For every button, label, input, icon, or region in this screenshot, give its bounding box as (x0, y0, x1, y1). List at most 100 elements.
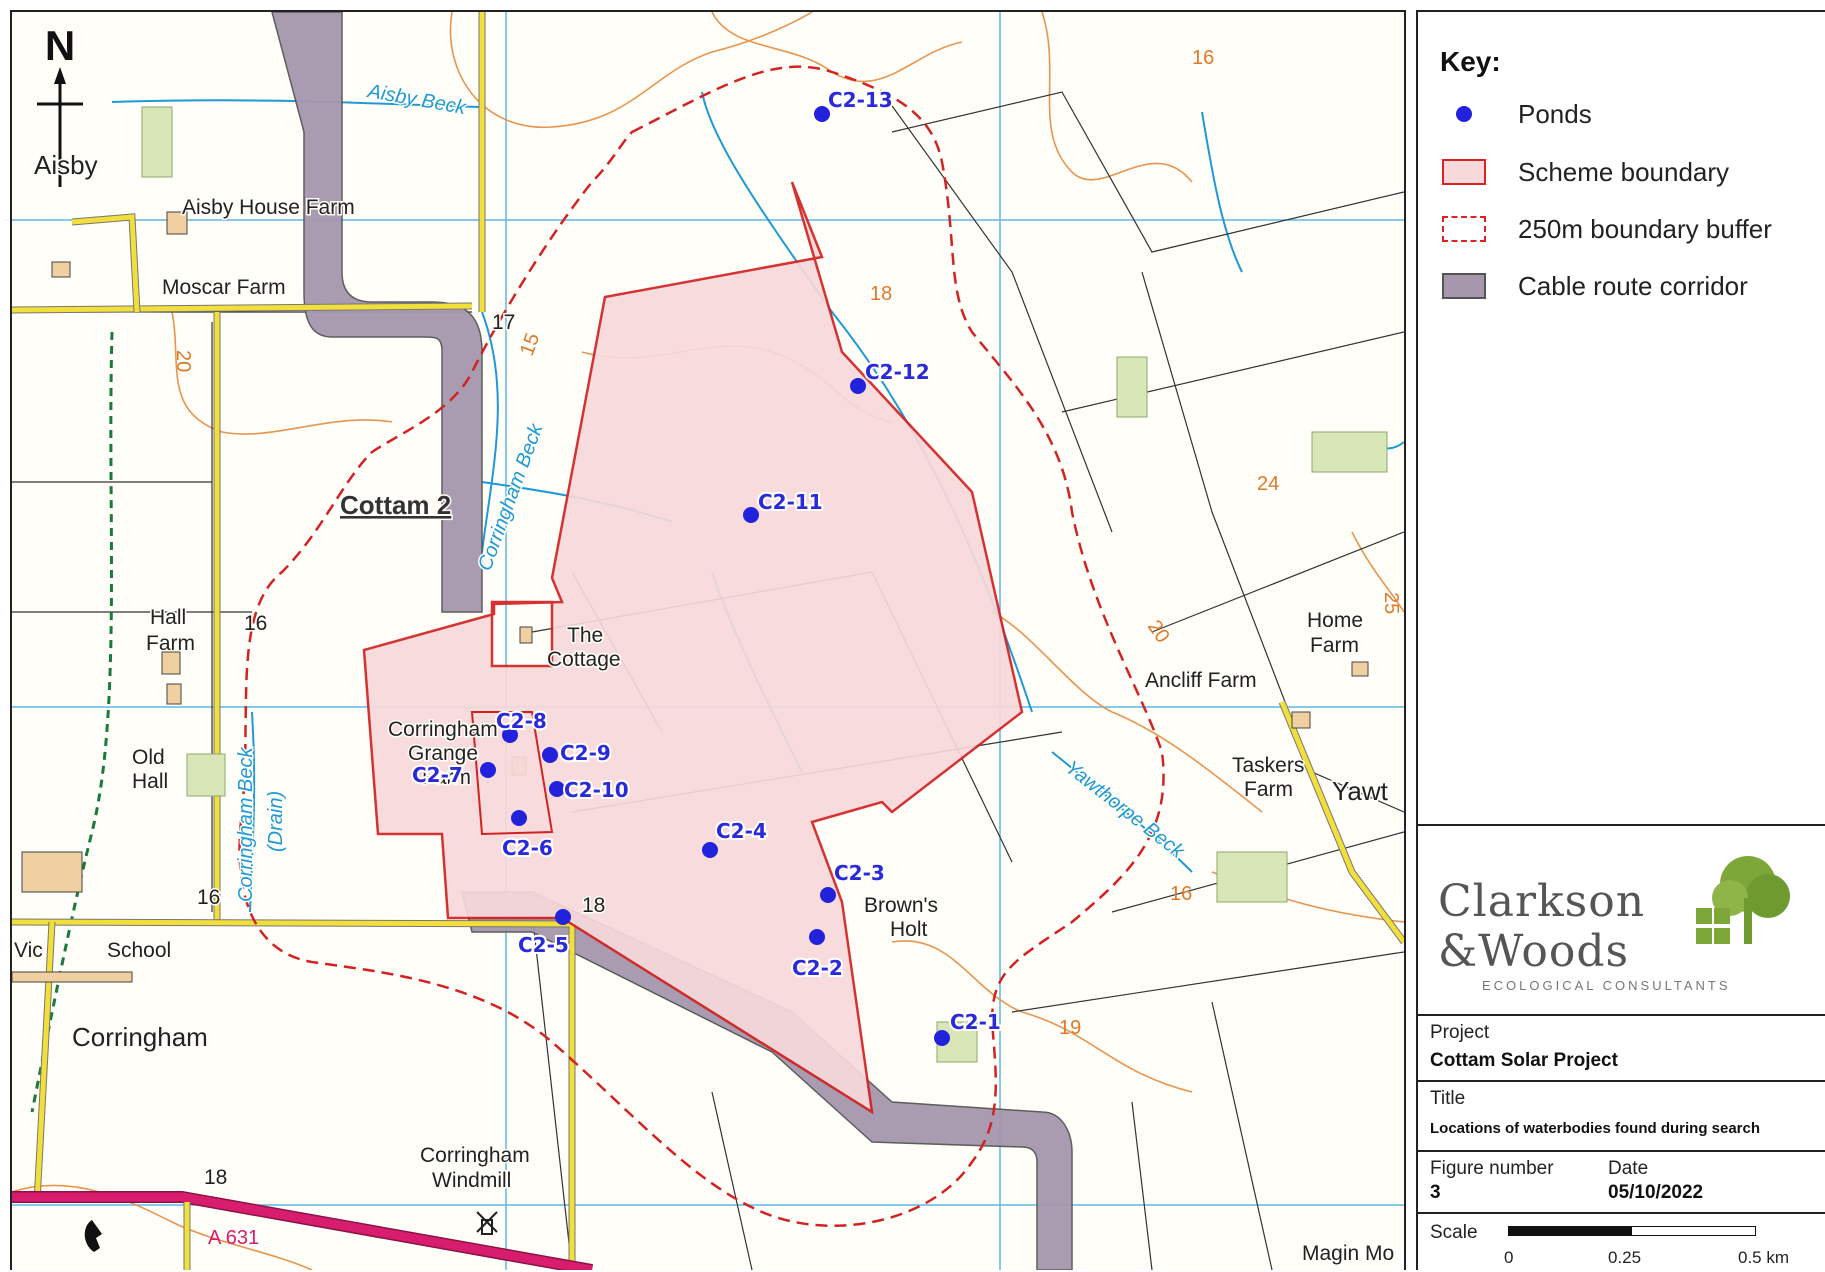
place-label: Cottage (547, 648, 621, 671)
place-label: Brown's (864, 894, 938, 917)
pond-label: C2-3 (834, 861, 885, 885)
waterway-label: Corringham Beck (474, 420, 548, 574)
waterway-label: (Drain) (265, 791, 287, 852)
pond-label: C2-10 (564, 778, 629, 802)
place-label: Hall (150, 606, 186, 629)
contour-label: 16 (1192, 47, 1214, 69)
pond-label: C2-7 (412, 763, 463, 787)
date-value: 05/10/2022 (1608, 1182, 1704, 1203)
logo-subtitle: ECOLOGICAL CONSULTANTS (1482, 978, 1731, 993)
buffer-boundary (238, 65, 1165, 1228)
project-label: Project (1430, 1022, 1490, 1043)
legend-item-scheme: Scheme boundary (1440, 152, 1729, 192)
pond-marker[interactable] (850, 378, 866, 394)
scale-tick-label: 0.25 (1608, 1248, 1642, 1267)
legend-label: Scheme boundary (1518, 156, 1730, 187)
spot-heights: 17 16 16 18 18 (196, 310, 607, 1191)
contour-label: 18 (870, 283, 892, 305)
pond-marker[interactable] (480, 762, 496, 778)
map-canvas: N Aisby Aisby House Farm Moscar Farm Hal… (12, 12, 1404, 1270)
contour-label: 19 (1059, 1017, 1081, 1039)
place-label: Corringham (388, 718, 498, 741)
legend-label: Cable route corridor (1518, 270, 1748, 301)
pond-label: C2-11 (758, 490, 823, 514)
place-label: Farm (1310, 634, 1359, 657)
date-label: Date (1608, 1158, 1649, 1179)
place-label: Home (1307, 609, 1363, 632)
place-label: Farm (422, 766, 471, 789)
map-frame[interactable]: N Aisby Aisby House Farm Moscar Farm Hal… (10, 10, 1406, 1270)
place-label: Aisby House Farm (182, 196, 355, 219)
pond-label: C2-8 (496, 709, 547, 733)
legend-item-cable: Cable route corridor (1440, 266, 1748, 306)
windmill-icon (476, 1211, 498, 1235)
pond-layer: C2-1C2-2C2-3C2-4C2-5C2-6C2-7C2-8C2-9C2-1… (410, 86, 1003, 1046)
company-logo: Clarkson &Woods ECOLOGICAL CONSULTANTS (1418, 824, 1825, 1016)
place-label: Corringham (420, 1144, 530, 1167)
scheme-name-label: Cottam 2 (340, 490, 451, 520)
place-label: Farm (1244, 778, 1293, 801)
place-label: Old (132, 746, 165, 769)
scale-tick-label: 0 (1504, 1248, 1514, 1267)
pond-label: C2-6 (502, 836, 553, 860)
place-label: Ancliff Farm (1145, 669, 1257, 692)
title-value: Locations of waterbodies found during se… (1430, 1120, 1761, 1137)
figure-number-label: Figure number (1430, 1158, 1554, 1179)
legend-label: Ponds (1518, 98, 1592, 129)
pond-label: C2-5 (518, 933, 569, 957)
logo-text-line1: Clarkson (1438, 876, 1646, 927)
legend-item-buffer: 250m boundary buffer (1440, 209, 1772, 249)
contour-labels: 16 18 15 20 24 20 25 16 19 (172, 47, 1402, 1039)
telephone-icon (84, 1220, 102, 1252)
spot-height-label: 18 (204, 1166, 227, 1189)
legend-item-ponds: Ponds (1440, 94, 1592, 134)
place-label: Corringham (72, 1022, 208, 1052)
scale-bar (1508, 1226, 1756, 1236)
scale-tick-label: 0.5 km (1738, 1248, 1790, 1267)
pond-marker[interactable] (934, 1030, 950, 1046)
waterway-label: Aisby Beck (365, 80, 468, 119)
spot-height-label: 18 (582, 894, 605, 917)
footpath (30, 331, 114, 1113)
north-label: N (45, 22, 75, 69)
pond-label: C2-2 (792, 956, 843, 980)
place-label: Vic (14, 939, 43, 962)
place-label: Aisby (34, 150, 98, 180)
pond-label: C2-1 (950, 1010, 1001, 1034)
pond-marker[interactable] (502, 727, 518, 743)
scheme-inner-boundary (470, 711, 554, 836)
pond-label: C2-13 (828, 88, 893, 112)
scale-box: Scale 0 0.25 0.5 km (1418, 1212, 1825, 1272)
waterway-label: Corringham Beck (235, 746, 257, 902)
pond-label: C2-9 (560, 741, 611, 765)
north-arrow: N (37, 22, 83, 187)
spot-height-label: 17 (492, 311, 515, 334)
pond-marker[interactable] (549, 781, 565, 797)
contour-label: 20 (172, 350, 194, 372)
pond-marker[interactable] (743, 507, 759, 523)
road-number-label: A 631 (208, 1227, 259, 1249)
place-label: Yawt (1332, 776, 1389, 806)
place-label: School (107, 939, 171, 962)
contour-lines (12, 12, 1404, 1270)
waterway-label: Yawthorpe Beck (1061, 757, 1189, 864)
place-labels: Aisby Aisby House Farm Moscar Farm Hall … (13, 149, 1396, 1267)
title-label: Title (1430, 1088, 1466, 1109)
pond-marker[interactable] (814, 106, 830, 122)
pond-marker[interactable] (511, 810, 527, 826)
place-label: Holt (890, 918, 928, 941)
cable-corridor (271, 12, 1073, 1270)
cable-route-symbol-icon (1440, 271, 1488, 301)
spot-height-label: 16 (244, 612, 267, 635)
contour-label: 24 (1257, 473, 1279, 495)
project-value: Cottam Solar Project (1430, 1050, 1618, 1071)
pond-marker[interactable] (555, 909, 571, 925)
scheme-boundary-symbol-icon (1440, 157, 1488, 187)
place-label: Hall (132, 770, 168, 793)
pond-marker[interactable] (809, 929, 825, 945)
pond-marker[interactable] (702, 842, 718, 858)
pond-marker[interactable] (542, 747, 558, 763)
title-box: Title Locations of waterbodies found dur… (1418, 1080, 1825, 1152)
contour-label: 16 (1170, 883, 1192, 905)
pond-marker[interactable] (820, 887, 836, 903)
